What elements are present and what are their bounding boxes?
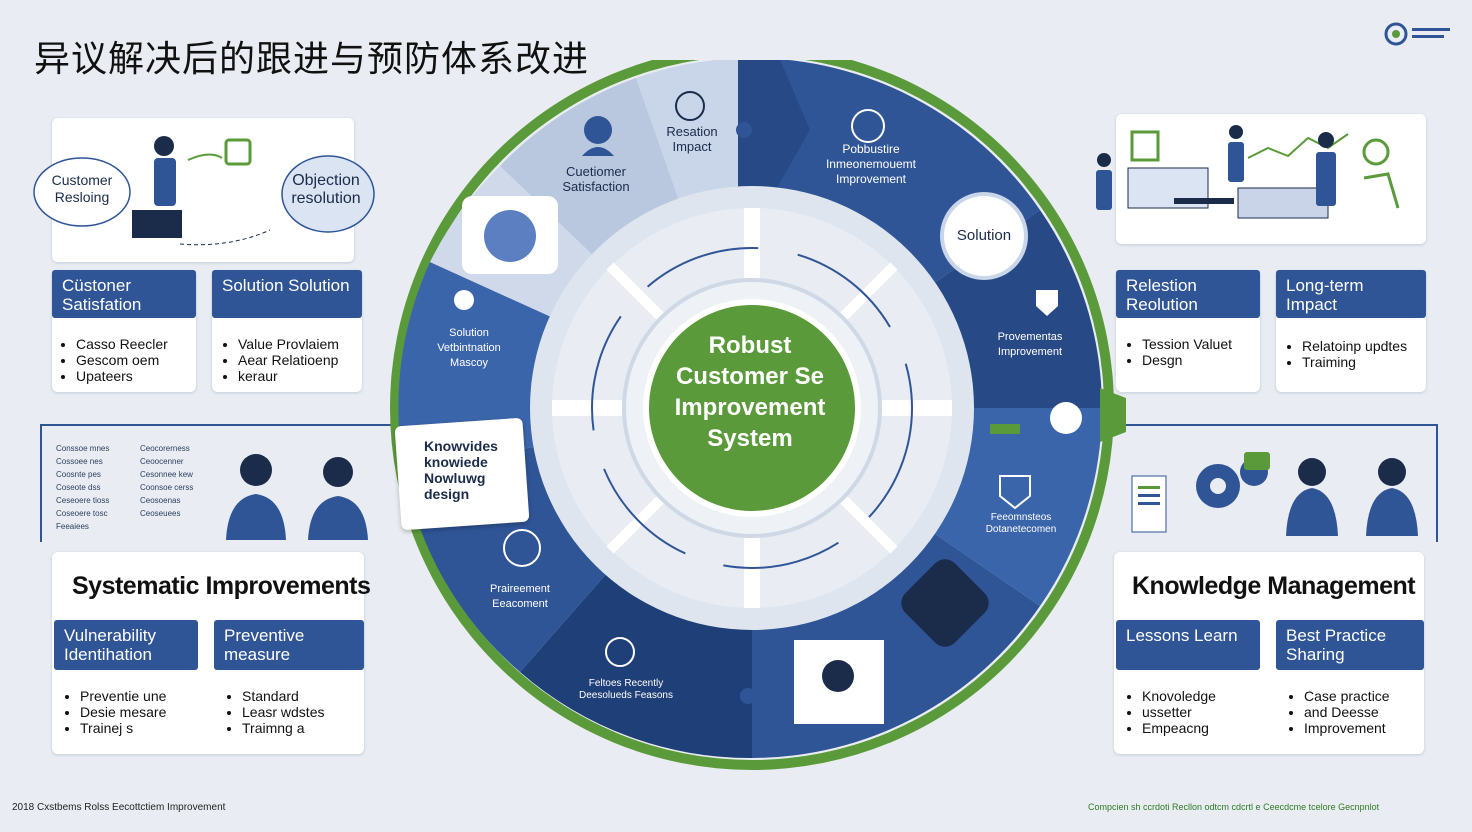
money-icon: [675, 91, 705, 121]
bottom-right-frame-side: [1436, 424, 1438, 542]
list-item: Trainej s: [80, 720, 166, 736]
bottom-right-card-1-list: Knovoledge ussetter Empeacng: [1126, 688, 1216, 736]
center-system-label: Robust Customer Se Improvement System: [674, 332, 826, 452]
preventive-measure-header: Preventive measure: [214, 620, 364, 670]
list-item: Upateers: [76, 368, 168, 384]
list-item: Tession Valuet: [1142, 336, 1232, 352]
list-item: Aear Relatioenp: [238, 352, 339, 368]
target-icon: [851, 109, 885, 143]
segment-label-solution: Solution: [956, 227, 1012, 244]
list-item: Desgn: [1142, 352, 1232, 368]
bottom-left-frame: [40, 424, 400, 426]
shield-icon: [1036, 290, 1058, 316]
list-item: ussetter: [1142, 704, 1216, 720]
bottom-left-card-1-list: Preventie une Desie mesare Trainej s: [64, 688, 166, 736]
systematic-improvements-title: Systematic Improvements: [72, 572, 371, 600]
bottom-right-frame: [1106, 424, 1438, 426]
list-item: Desie mesare: [80, 704, 166, 720]
list-item: Improvement: [1304, 720, 1390, 736]
customer-satisfaction-header: Cüstoner Satisfation: [52, 270, 196, 318]
footer-right-text: Compcien sh ccrdoti Recllon odtcm cdcrtl…: [1088, 802, 1380, 812]
knowledge-team-illustration: [1131, 452, 1418, 536]
segment-label-impact: Resation Impact: [666, 124, 718, 154]
improvement-wheel: [390, 60, 1126, 770]
list-item: Casso Reecler: [76, 336, 168, 352]
check-icon: [503, 529, 541, 567]
knowledge-design-label: Knowvides knowiede Nowluwg design: [424, 438, 498, 502]
segment-label-prevention: Pobbustire Inmeonemouemt Improvement: [825, 142, 917, 186]
solution-badge: [940, 192, 1028, 280]
people-icon: [226, 454, 368, 540]
list-item: Traiming: [1302, 354, 1407, 370]
footer-left-text: 2018 Cxstbems Rolss Eecottctiem Improvem…: [12, 802, 226, 813]
segment-label-satisfaction: Cuetiomer Satisfaction: [562, 164, 630, 194]
list-item: Preventie une: [80, 688, 166, 704]
puzzle-badge: [901, 559, 989, 647]
list-item: Gescom oem: [76, 352, 168, 368]
list-item: Empeacng: [1142, 720, 1216, 736]
brand-logo-icon: [1384, 22, 1450, 46]
vulnerability-identification-header: Vulnerability Identihation: [54, 620, 198, 670]
top-right-card-2-list: Relatoinp updtes Traiming: [1286, 338, 1407, 370]
lessons-learn-header: Lessons Learn: [1116, 620, 1260, 670]
solution-header: Solution Solution: [212, 270, 362, 318]
segment-label-left: Solution Vetbintnation Mascoy: [437, 327, 501, 369]
bottom-left-card-2-list: Standard Leasr wdstes Traimng a: [226, 688, 324, 736]
segment-label-bottom-left: Praireement Eeacoment: [490, 583, 550, 610]
list-item: and Deesse: [1304, 704, 1390, 720]
list-item: keraur: [238, 368, 339, 384]
segment-label-bottom: Feltoes Recently Deesolueds Feasons: [579, 678, 673, 701]
best-practice-sharing-header: Best Practice Sharing: [1276, 620, 1424, 670]
relation-resolution-header: Relestion Reolution: [1116, 270, 1260, 318]
segment-label-right-lower: Feeomnsteos Dotanetecomen: [985, 512, 1057, 535]
list-item: Case practice: [1304, 688, 1390, 704]
customer-resolving-bubble: Customer Resloing: [51, 172, 113, 205]
bottom-left-frame-side: [40, 424, 42, 542]
shield-outline-icon: [999, 475, 1031, 510]
gear-icon: [605, 637, 635, 667]
top-left-card-1-list: Casso Reecler Gescom oem Upateers: [60, 336, 168, 384]
office-team-illustration: [1096, 125, 1400, 219]
list-item: Knovoledge: [1142, 688, 1216, 704]
bottom-right-card-2-list: Case practice and Deesse Improvement: [1288, 688, 1390, 736]
list-item: Traimng a: [242, 720, 324, 736]
puzzle-icon: [484, 210, 536, 262]
network-icon: [454, 290, 474, 310]
knowledge-management-title: Knowledge Management: [1132, 572, 1416, 600]
segment-label-process: Provementas Improvement: [997, 331, 1063, 358]
person-icon: [584, 116, 612, 144]
list-item: Relatoinp updtes: [1302, 338, 1407, 354]
long-term-impact-header: Long-term Impact: [1276, 270, 1426, 318]
page-title: 异议解决后的跟进与预防体系改进: [34, 39, 590, 80]
rocket-badge: [1050, 402, 1082, 434]
list-item: Standard: [242, 688, 324, 704]
list-item: Leasr wdstes: [242, 704, 324, 720]
objection-resolution-bubble: Objection resolution: [291, 172, 361, 207]
top-left-card-2-list: Value Provlaiem Aear Relatioenp keraur: [222, 336, 339, 384]
list-item: Value Provlaiem: [238, 336, 339, 352]
customer-objection-illustration: [33, 136, 375, 246]
top-right-card-1-list: Tession Valuet Desgn: [1126, 336, 1232, 368]
